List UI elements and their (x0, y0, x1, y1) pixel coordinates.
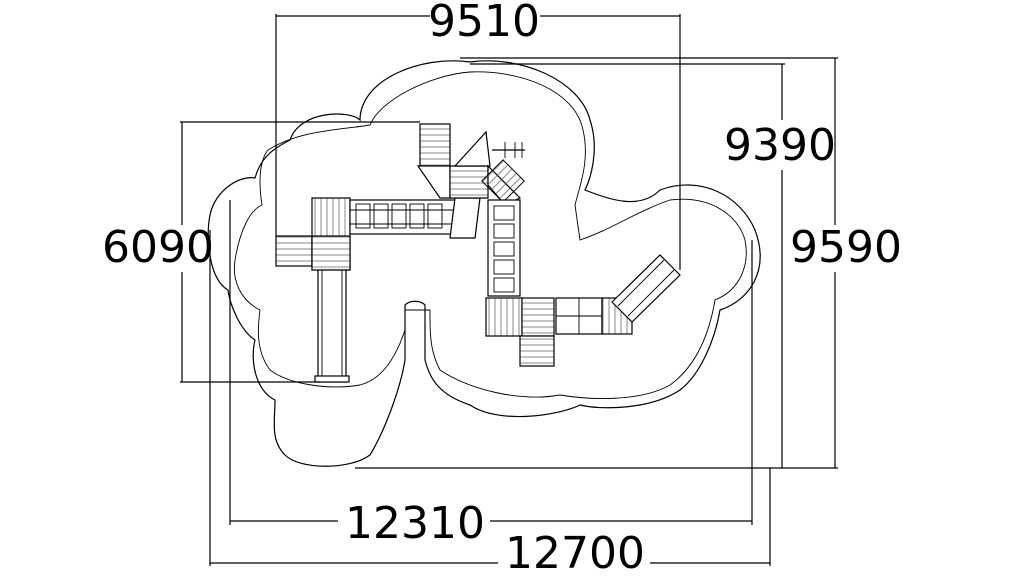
dimension-bottom-inner-width: 12310 (345, 498, 485, 549)
dimension-right-outer-height: 9590 (790, 222, 902, 273)
dimension-top-width: 9510 (428, 0, 540, 47)
dimension-right-inner-height: 9390 (724, 120, 836, 171)
dimension-bottom-outer-width: 12700 (505, 528, 645, 576)
play-structure (275, 123, 681, 383)
dimension-left-height: 6090 (102, 222, 214, 273)
dimension-lines (180, 14, 838, 566)
safety-zone-outer (207, 60, 761, 467)
